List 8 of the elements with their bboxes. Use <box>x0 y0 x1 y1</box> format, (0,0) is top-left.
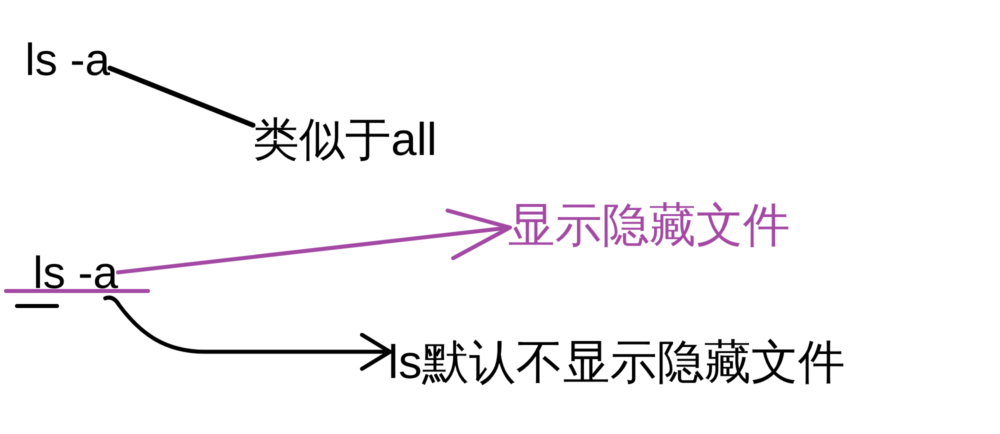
arrow <box>103 296 392 371</box>
command-text: ls -a <box>25 34 110 86</box>
arrow <box>116 208 512 274</box>
note-text: 类似于all <box>253 113 438 166</box>
note-text: 显示隐藏文件 <box>508 198 790 252</box>
connector-line <box>108 66 256 128</box>
note-text: ls默认不显示隐藏文件 <box>388 334 845 389</box>
command-text: ls -a <box>33 246 118 298</box>
